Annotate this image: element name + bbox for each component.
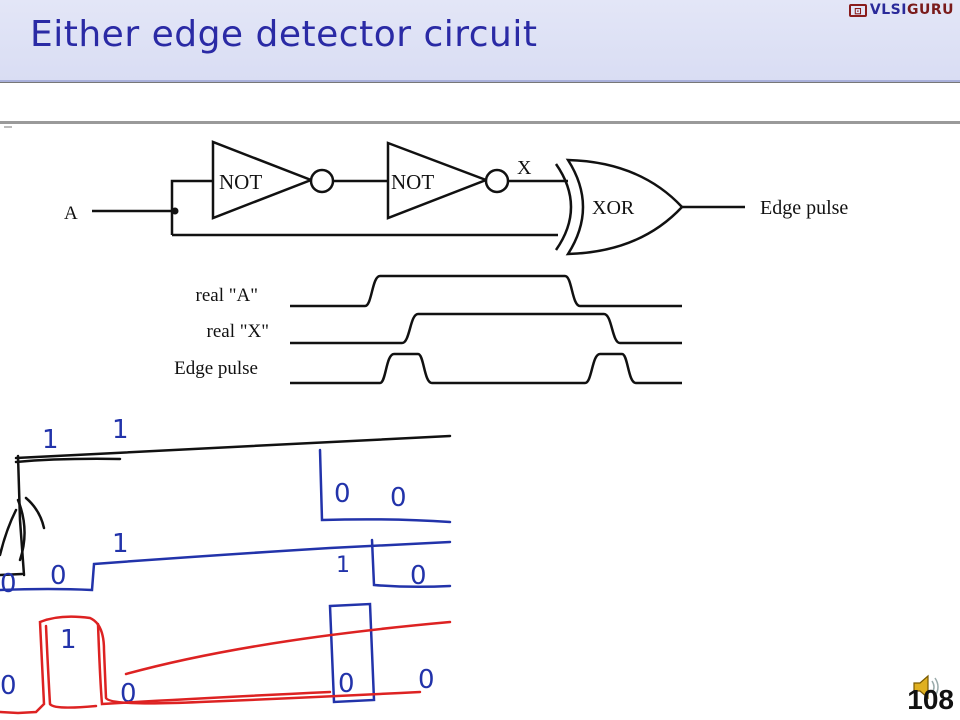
logo-mark-icon: ⊡ xyxy=(848,3,867,17)
title-bar: Either edge detector circuit ⊡ VLSIGURU xyxy=(0,0,960,83)
vlsiguru-logo: ⊡ VLSIGURU xyxy=(848,2,954,18)
slide-title: Either edge detector circuit xyxy=(30,14,538,55)
handdrawn-black-strokes xyxy=(0,434,452,577)
blue-fall-edge xyxy=(318,448,452,524)
xor-gate-label: XOR xyxy=(592,197,635,219)
circuit-wires xyxy=(92,179,745,237)
logo-text: VLSIGURU xyxy=(870,2,954,18)
black-scribble-1 xyxy=(24,496,46,530)
junction-dot xyxy=(171,207,179,215)
red-pulse-outer xyxy=(0,615,422,715)
black-high-line xyxy=(14,434,452,460)
divider-line-thick xyxy=(0,121,960,124)
digit-zero-2: 0 xyxy=(390,483,407,513)
digit-one-4: 1 xyxy=(336,553,350,578)
digit-zero-6: 0 xyxy=(0,671,17,701)
digit-zero-3: 0 xyxy=(50,561,67,591)
blue-second-fall xyxy=(370,538,452,589)
black-high-line-2 xyxy=(14,457,122,464)
waveform-real-a xyxy=(290,274,682,308)
node-x-label: X xyxy=(517,157,532,179)
not-gate-1-label: NOT xyxy=(219,170,262,194)
digit-zero-4: 0 xyxy=(410,561,427,591)
black-scribble-3 xyxy=(16,498,26,562)
digit-zero-9: 0 xyxy=(418,665,435,695)
divider-line xyxy=(0,82,960,83)
wave-label-real-x: real "X" xyxy=(207,321,269,342)
red-rising-line xyxy=(124,620,452,676)
not-gate-1-bubble xyxy=(309,168,335,194)
input-a-label: A xyxy=(64,203,78,224)
divider-tick xyxy=(4,126,12,128)
logo-prefix: VLSI xyxy=(869,2,907,18)
digit-one-2: 1 xyxy=(112,415,129,445)
not-gate-1: NOT xyxy=(211,140,335,220)
not-gate-1-body xyxy=(211,140,315,220)
black-scribble-2 xyxy=(0,508,18,557)
wave-label-edge-pulse: Edge pulse xyxy=(174,358,258,379)
handdrawn-red-strokes xyxy=(0,615,452,715)
not-gate-2-body xyxy=(386,141,490,220)
blue-annotation-digits: 1 1 1 1 1 0 0 0 0 0 0 0 0 0 0 xyxy=(0,0,435,709)
handdrawn-blue-strokes xyxy=(0,448,452,704)
digit-zero-1: 0 xyxy=(334,479,351,509)
not-gate-2-bubble xyxy=(484,168,510,194)
black-low-line xyxy=(0,572,24,577)
red-pulse-inner-2 xyxy=(96,622,332,706)
xor-gate-back-curve xyxy=(554,163,573,251)
logo-suffix: GURU xyxy=(906,2,954,18)
not-gate-2: NOT xyxy=(386,141,510,220)
black-rising-edge xyxy=(16,454,26,577)
red-pulse-inner xyxy=(44,624,98,709)
wave-label-real-a: real "A" xyxy=(196,285,258,306)
waveforms xyxy=(290,274,682,385)
digit-zero-8: 0 xyxy=(338,669,355,699)
digit-zero-5: 0 xyxy=(0,569,17,599)
speaker-icon[interactable] xyxy=(910,672,944,707)
digit-zero-7: 0 xyxy=(120,679,137,709)
digit-one-1: 1 xyxy=(42,425,59,455)
not-gate-2-label: NOT xyxy=(391,170,434,194)
blue-wave-x xyxy=(0,540,452,592)
digit-one-5: 1 xyxy=(60,625,77,655)
page-number: 108 xyxy=(907,684,954,715)
waveform-edge-pulse xyxy=(290,352,682,385)
blue-highlight-box xyxy=(328,602,376,704)
digit-zero-10: 0 xyxy=(0,0,1,1)
xor-gate-body xyxy=(565,158,684,256)
xor-gate xyxy=(554,158,684,256)
digit-one-3: 1 xyxy=(112,529,129,559)
wire-to-not1 xyxy=(170,179,213,235)
waveform-real-x xyxy=(290,312,682,345)
output-edge-pulse-label: Edge pulse xyxy=(760,197,848,219)
